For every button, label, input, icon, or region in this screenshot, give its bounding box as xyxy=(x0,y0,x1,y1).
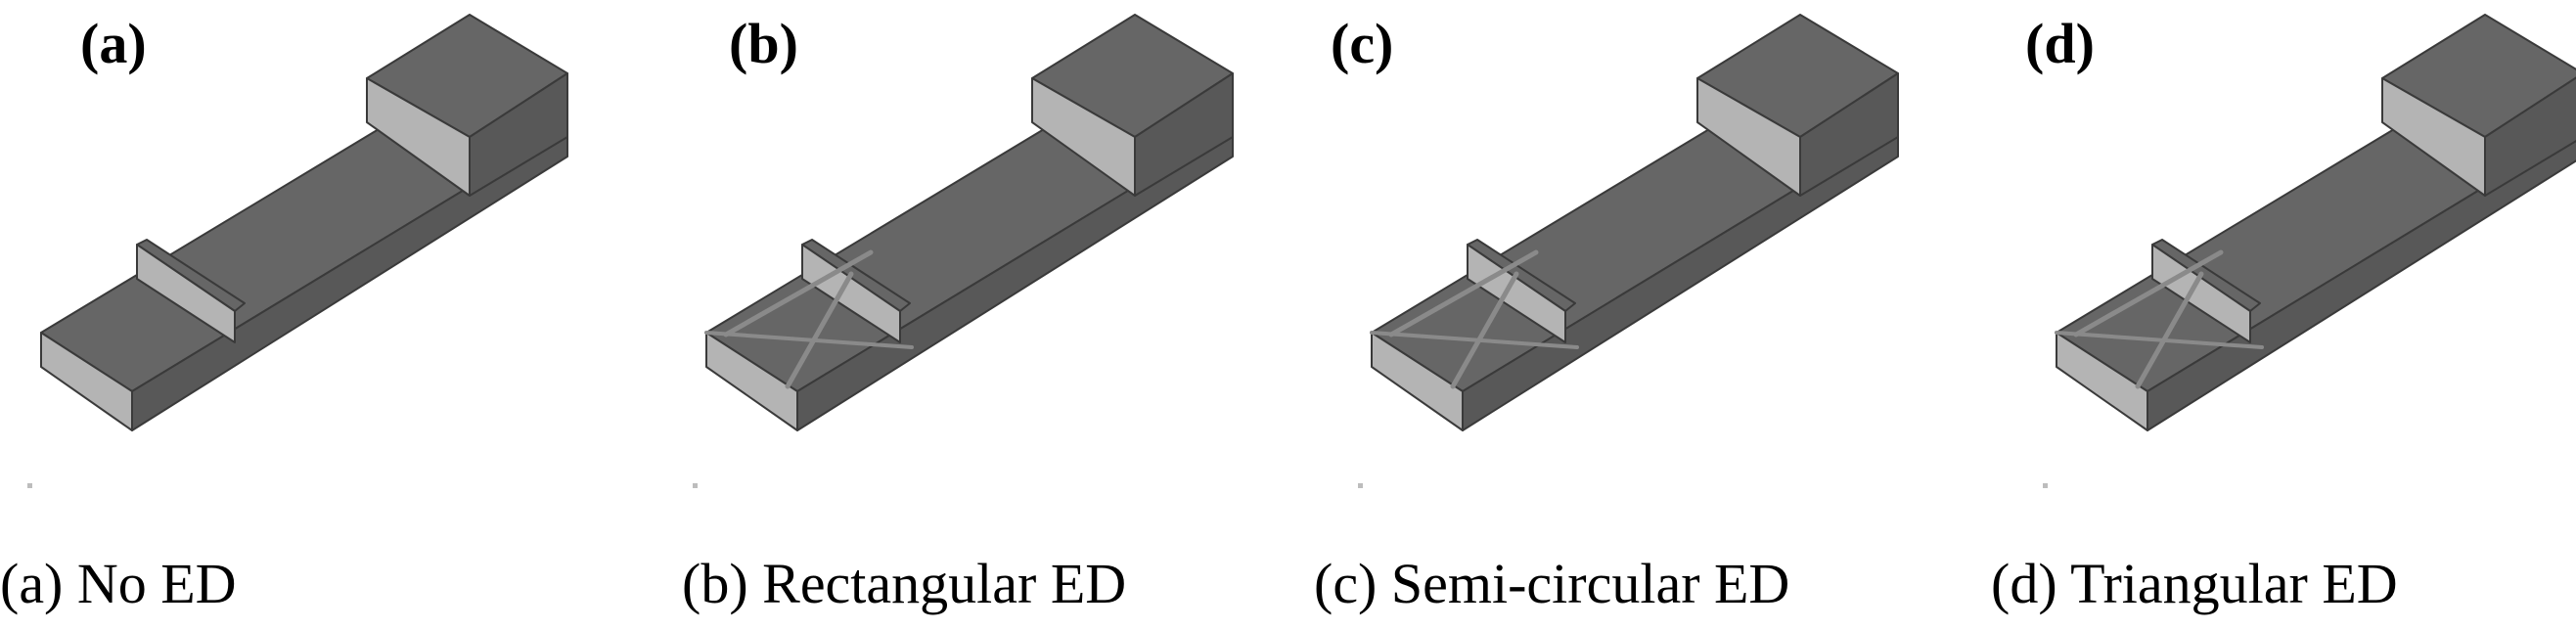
marker-dot xyxy=(2043,483,2048,488)
caption-c: (c) Semi-circular ED xyxy=(1314,552,1790,615)
panel-letter-a: (a) xyxy=(80,12,147,75)
sill-front-face xyxy=(801,244,901,343)
dissipator-diagonal xyxy=(1388,249,1539,338)
floor-front-face xyxy=(40,332,133,431)
raised-block-front-face xyxy=(1031,77,1136,197)
panel-letter-d: (d) xyxy=(2025,12,2095,75)
marker-dot xyxy=(693,483,698,488)
caption-a: (a) No ED xyxy=(0,552,237,615)
caption-b: (b) Rectangular ED xyxy=(682,552,1127,615)
caption-d: (d) Triangular ED xyxy=(1991,552,2398,615)
floor-front-face xyxy=(1371,332,1464,431)
floor-front-face xyxy=(705,332,798,431)
sill-front-face xyxy=(2151,244,2251,343)
dissipator-diagonal xyxy=(2055,331,2264,349)
marker-dot xyxy=(1358,483,1363,488)
dissipator-diagonal xyxy=(2073,249,2224,338)
dissipator-diagonal xyxy=(723,249,874,338)
raised-block-front-face xyxy=(2381,77,2486,197)
sill-front-face xyxy=(136,244,236,343)
dissipator-diagonal xyxy=(2135,271,2204,389)
dissipator-diagonal xyxy=(785,271,854,389)
dissipator-diagonal xyxy=(704,331,914,349)
sill-front-face xyxy=(1467,244,1566,343)
dissipator-diagonal xyxy=(1370,331,1579,349)
raised-block-front-face xyxy=(1696,77,1801,197)
dissipator-diagonal xyxy=(1450,271,1519,389)
raised-block-front-face xyxy=(366,77,471,197)
marker-dot xyxy=(27,483,32,488)
floor-front-face xyxy=(2056,332,2148,431)
panel-letter-c: (c) xyxy=(1331,12,1394,75)
panel-letter-b: (b) xyxy=(729,12,798,75)
